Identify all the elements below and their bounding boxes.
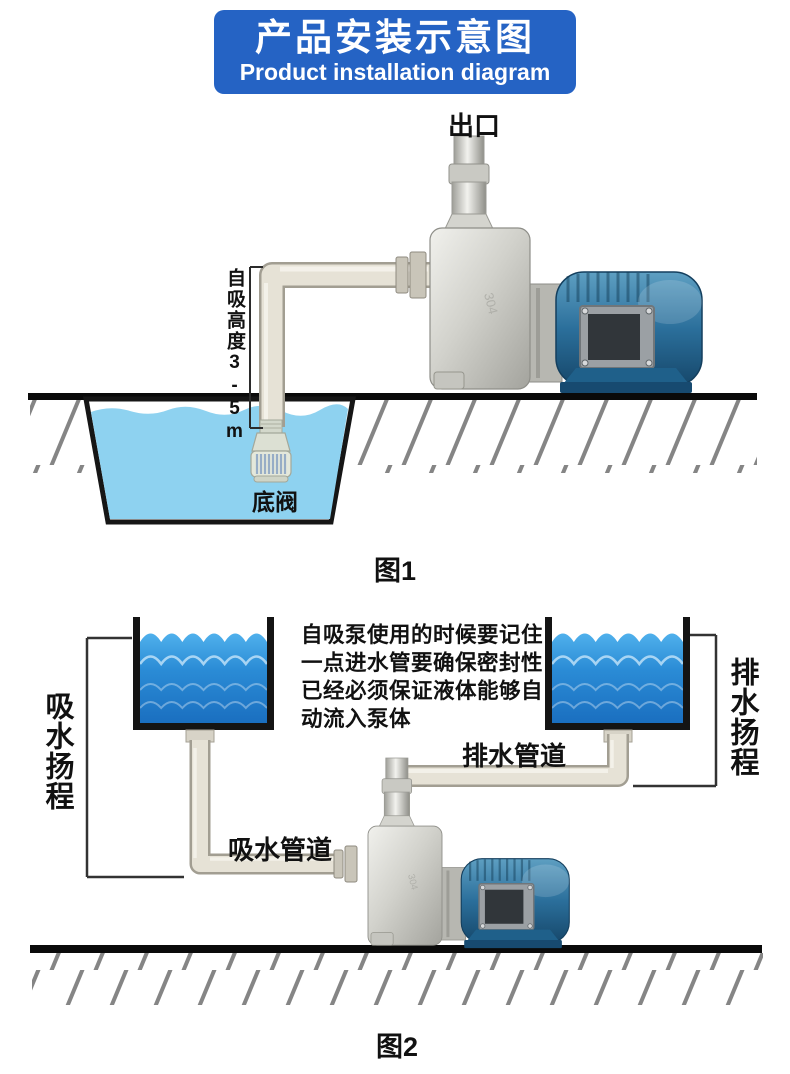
suction-pipe-label: 吸水管道 bbox=[228, 835, 333, 865]
foot-valve-label: 底阀 bbox=[252, 489, 298, 515]
figure2-note: 自吸泵使用的时候要记住 一点进水管要确保密封性 已经必须保证液体能够自 动流入泵… bbox=[301, 623, 544, 731]
page-subtitle: Product installation diagram bbox=[239, 58, 551, 85]
discharge-lift-bracket bbox=[633, 633, 718, 788]
discharge-tank bbox=[545, 617, 690, 743]
discharge-lift-label: 排水扬程 bbox=[726, 657, 758, 777]
foot-valve bbox=[250, 419, 292, 483]
suction-tank bbox=[133, 617, 274, 743]
ground-line-fig2 bbox=[30, 945, 762, 953]
figure2-diagram bbox=[30, 617, 763, 1005]
suction-height-bracket bbox=[249, 266, 263, 429]
suction-height-label: 自吸高度3-5m bbox=[224, 268, 245, 444]
outlet-label: 出口 bbox=[447, 111, 500, 141]
ground-line-fig1 bbox=[28, 393, 757, 400]
pump-fig1 bbox=[428, 134, 704, 395]
figure1-diagram bbox=[28, 134, 757, 525]
figure2-caption: 图2 bbox=[375, 1032, 419, 1062]
ground-hatch-left-fig1 bbox=[30, 400, 86, 473]
suction-lift-bracket bbox=[85, 636, 184, 879]
suction-pipe-fig2 bbox=[189, 740, 358, 883]
figure1-caption: 图1 bbox=[373, 556, 417, 586]
page-title: 产品安装示意图 bbox=[255, 16, 535, 58]
pit-water bbox=[91, 404, 348, 519]
discharge-pipe-label: 排水管道 bbox=[462, 741, 567, 771]
header-banner: 产品安装示意图 Product installation diagram bbox=[214, 10, 576, 94]
suction-lift-label: 吸水扬程 bbox=[41, 691, 73, 811]
water-pit bbox=[83, 396, 356, 525]
ground-hatch-fig2 bbox=[32, 953, 763, 1005]
ground-hatch-right-fig1 bbox=[357, 400, 757, 473]
suction-pipe-fig1 bbox=[259, 251, 432, 427]
